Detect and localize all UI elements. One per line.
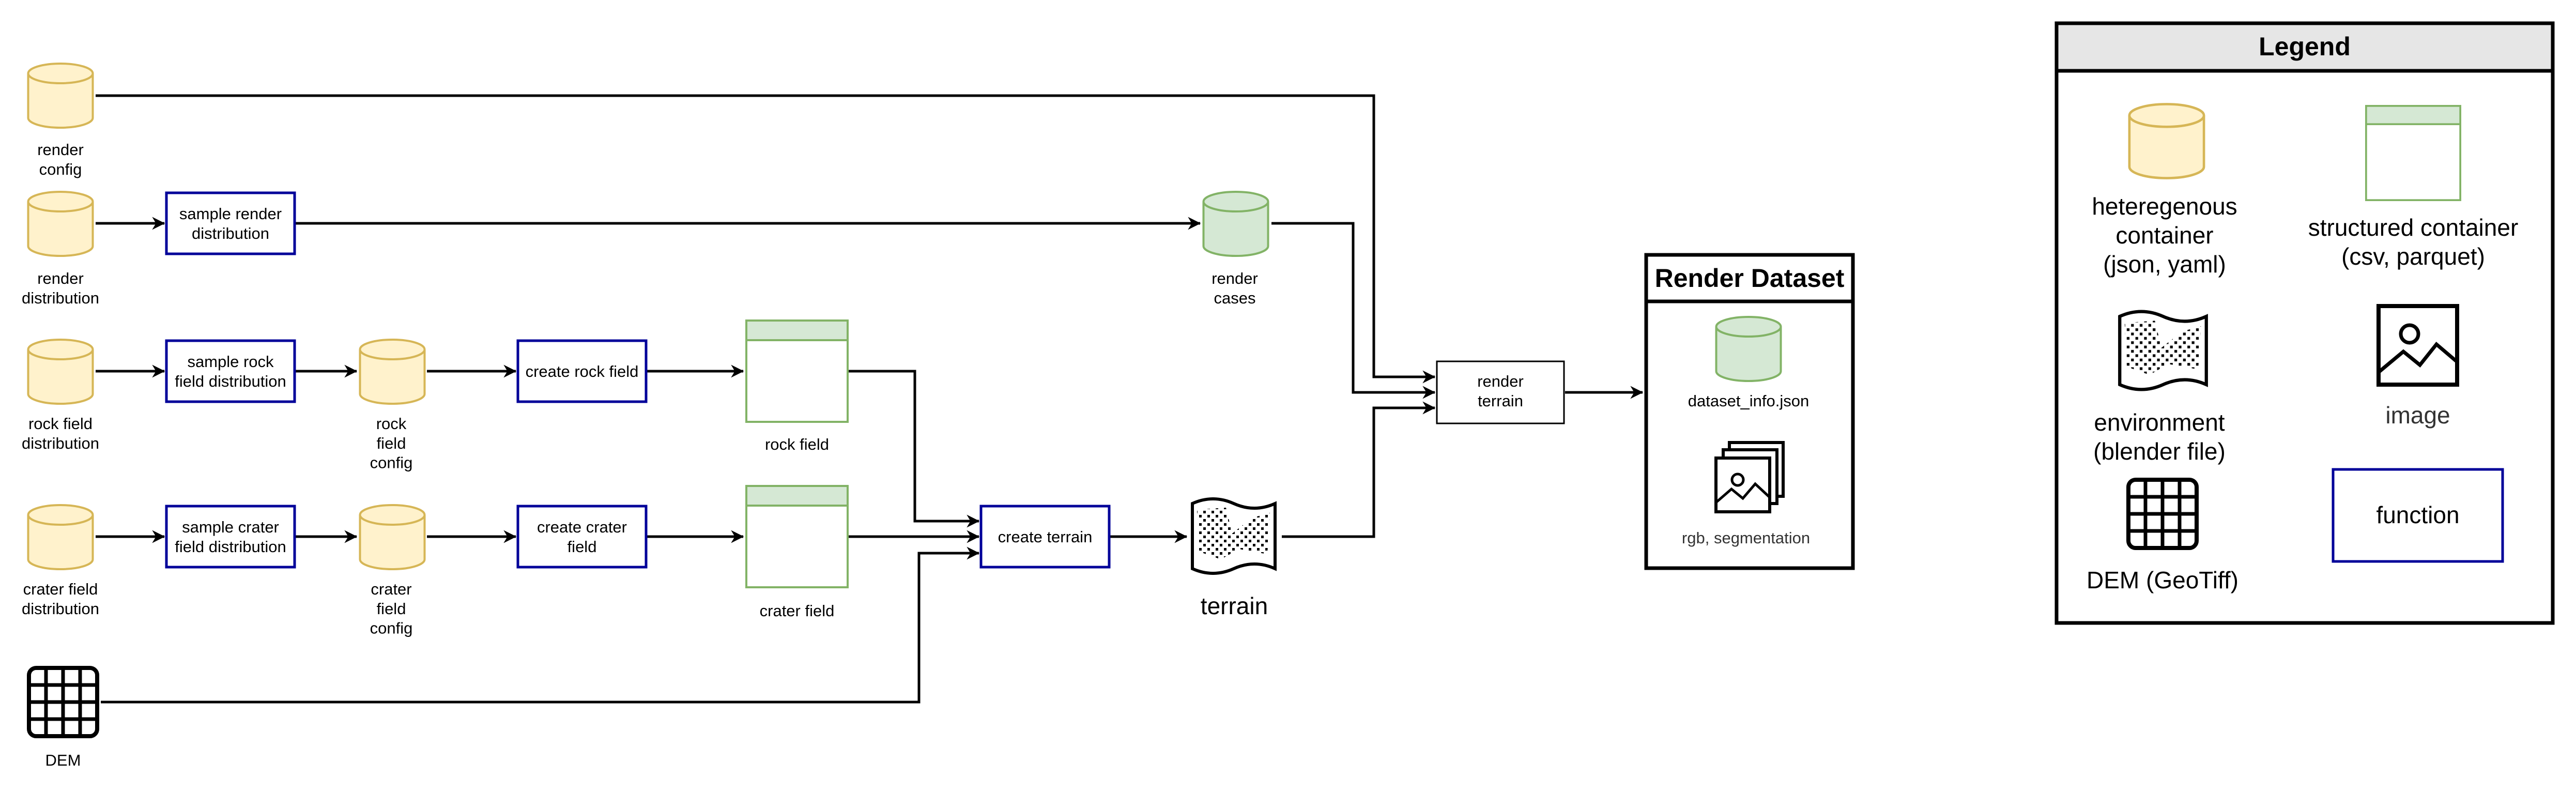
rock-field-config-cylinder bbox=[359, 339, 426, 405]
dataset-info-cylinder bbox=[1715, 316, 1782, 382]
edge-render-cases-to-render-terrain bbox=[1271, 222, 1436, 399]
legend-dem-grid-icon bbox=[2128, 480, 2197, 548]
legend-title: Legend bbox=[2259, 32, 2351, 61]
edges bbox=[96, 94, 1644, 704]
render-cases-cylinder bbox=[1202, 191, 1269, 257]
render-dataset-title: Render Dataset bbox=[1655, 264, 1845, 293]
create-terrain-function[interactable]: create terrain bbox=[979, 505, 1111, 569]
legend-structured-label: structured container(csv, parquet) bbox=[2308, 214, 2519, 270]
legend-environment-icon bbox=[2120, 312, 2206, 390]
rock-field-label: rock field bbox=[765, 435, 829, 453]
image-stack-icon bbox=[1714, 441, 1785, 513]
render-config-cylinder bbox=[27, 63, 94, 129]
legend-heterogeneous-cylinder bbox=[2129, 104, 2204, 178]
crater-field-distribution-cylinder bbox=[27, 504, 94, 570]
legend-image-icon bbox=[2379, 306, 2457, 385]
crater-field-config-cylinder bbox=[359, 504, 426, 570]
terrain-environment-icon bbox=[1192, 499, 1275, 573]
legend-function-label: function bbox=[2376, 501, 2459, 528]
legend-environment-label: environment(blender file) bbox=[2093, 409, 2226, 465]
create-rock-field-function[interactable]: create rock field bbox=[516, 339, 648, 403]
dataset-info-label: dataset_info.json bbox=[1688, 392, 1809, 410]
rock-field-table bbox=[745, 319, 849, 423]
edge-render-config-to-render-terrain bbox=[96, 94, 1436, 384]
create-rock-field-label: create rock field bbox=[526, 362, 639, 380]
crater-field-table bbox=[745, 485, 849, 588]
dataset-images-label: rgb, segmentation bbox=[1682, 529, 1810, 547]
render-distribution-cylinder bbox=[27, 191, 94, 257]
terrain-label: terrain bbox=[1201, 592, 1268, 619]
legend-image-label: image bbox=[2385, 402, 2450, 429]
dem-label: DEM bbox=[45, 751, 81, 769]
dem-grid-icon bbox=[29, 668, 97, 736]
legend-function-box: function bbox=[2332, 468, 2504, 563]
rock-field-distribution-cylinder bbox=[27, 339, 94, 405]
edge-rock-field-to-create-terrain bbox=[849, 370, 980, 528]
edge-terrain-to-render-terrain bbox=[1282, 401, 1436, 538]
create-terrain-label: create terrain bbox=[998, 528, 1093, 546]
legend-dem-label: DEM (GeoTiff) bbox=[2087, 567, 2238, 593]
edge-dem-to-create-terrain bbox=[101, 546, 980, 704]
crater-field-label: crater field bbox=[760, 602, 835, 620]
legend-structured-table bbox=[2365, 105, 2461, 201]
render-dataset-container: Render Dataset dataset_info.json rgb, se… bbox=[1644, 253, 1855, 570]
